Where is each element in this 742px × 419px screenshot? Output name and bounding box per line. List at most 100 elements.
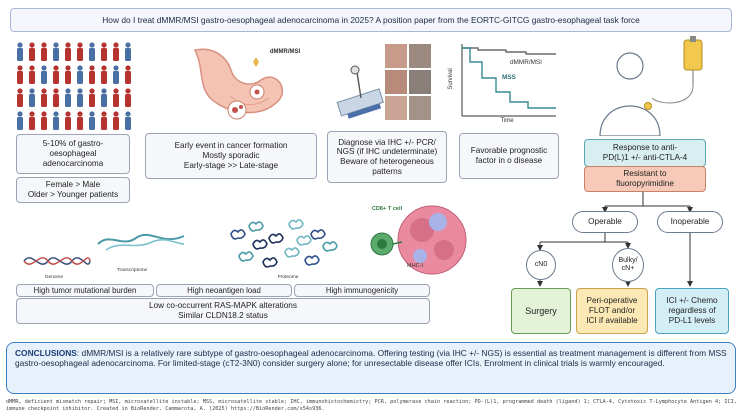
periop-line-1: Peri-operative (586, 296, 638, 306)
protein-glyph (304, 255, 320, 266)
person-head (89, 111, 95, 117)
person-head (65, 65, 71, 71)
person-body (29, 48, 35, 61)
person-head (77, 111, 83, 117)
person-head (41, 65, 47, 71)
person-head (113, 111, 119, 117)
early-event-line-2: Mostly sporadic (202, 151, 260, 161)
ici-line-2: regardless of (668, 306, 716, 316)
person-body (17, 71, 23, 84)
person-body (41, 94, 47, 107)
resistant-box: Resistant to fluoropyrimidine (584, 166, 706, 192)
protein-glyph (296, 235, 312, 246)
person-head (65, 42, 71, 48)
bulky-line-1: Bulky/ (618, 257, 638, 265)
dna-helix-icon (23, 257, 91, 265)
diagnose-line-3: Beware of heterogeneous (340, 157, 434, 166)
cd8-label: CD8+ T cell (371, 206, 403, 212)
mss-curve (462, 47, 556, 109)
prevalence-box: 5-10% of gastro- oesophageal adenocarcin… (16, 134, 130, 174)
immunogenicity-box: High immunogenicity (294, 284, 430, 297)
person-body (29, 94, 35, 107)
person-body (125, 117, 131, 130)
diagnose-line-2: NGS (if IHC undeterminate) (336, 147, 438, 157)
person-head (65, 111, 71, 117)
person-head (101, 88, 107, 94)
prevalence-line-2: oesophageal (49, 149, 97, 159)
conclusions-panel: CONCLUSIONS: dMMR/MSI is a relatively ra… (6, 342, 736, 394)
person-body (77, 48, 83, 61)
proteome-label: Proteome (277, 275, 299, 280)
person-head (53, 88, 59, 94)
person-body (125, 48, 131, 61)
protein-glyph (230, 229, 246, 240)
person-head (53, 42, 59, 48)
abbreviations-footnote: dMMR, deficient mismatch repair; MSI, mi… (6, 399, 737, 413)
person-body (113, 71, 119, 84)
person-head (29, 111, 35, 117)
survival-ylabel: Survival (448, 68, 454, 90)
person-body (29, 117, 35, 130)
person-head (113, 88, 119, 94)
person-head (77, 42, 83, 48)
person-body (89, 117, 95, 130)
person-body (113, 48, 119, 61)
stomach-label: dMMR/MSI (269, 49, 301, 55)
t-cell-tumor-icon (370, 205, 467, 275)
person-body (41, 71, 47, 84)
early-event-line-3: Early-stage >> Late-stage (183, 160, 279, 170)
protein-glyph (322, 241, 338, 252)
person-head (41, 111, 47, 117)
prevalence-line-1: 5-10% of gastro- (42, 139, 104, 149)
person-head (125, 65, 131, 71)
operable-node: Operable (572, 211, 638, 233)
person-body (53, 94, 59, 107)
neoantigen-box: High neoantigen load (156, 284, 292, 297)
person-head (29, 65, 35, 71)
person-head (53, 65, 59, 71)
mhc-label: MHC-I (406, 263, 424, 269)
person-head (101, 111, 107, 117)
person-head (53, 111, 59, 117)
person-body (125, 94, 131, 107)
person-body (113, 117, 119, 130)
sex-age-box: Female > Male Older > Younger patients (16, 177, 130, 203)
person-body (125, 71, 131, 84)
age-line: Older > Younger patients (27, 190, 119, 199)
person-head (77, 88, 83, 94)
person-head (89, 65, 95, 71)
prevalence-line-3: adenocarcinoma (42, 158, 104, 168)
person-body (101, 48, 107, 61)
person-head (41, 88, 47, 94)
person-body (113, 94, 119, 107)
stomach-illustration-icon (193, 48, 284, 120)
inoperable-node: Inoperable (657, 211, 723, 233)
prognostic-box: Favorable prognostic factor in o disease (459, 133, 559, 179)
person-body (77, 71, 83, 84)
ici-line-1: ICI +/- Chemo (666, 296, 718, 306)
person-head (125, 111, 131, 117)
protein-glyph (310, 229, 326, 240)
prognostic-line-1: Favorable prognostic (470, 146, 548, 156)
ras-line: Low co-occurrent RAS-MAPK alterations (149, 301, 297, 311)
person-body (65, 48, 71, 61)
conclusions-text: : dMMR/MSI is a relatively rare subtype … (15, 348, 727, 369)
periop-line-2: FLOT and/or (588, 306, 636, 316)
person-body (65, 71, 71, 84)
cn0-node: cN0 (526, 250, 556, 280)
person-body (53, 71, 59, 84)
rna-strand-icon (97, 233, 185, 251)
page-title: How do I treat dMMR/MSI gastro-oesophage… (10, 8, 732, 32)
person-body (53, 48, 59, 61)
sex-line: Female > Male (45, 180, 101, 190)
person-body (101, 71, 107, 84)
person-head (113, 42, 119, 48)
person-head (101, 65, 107, 71)
periop-line-3: ICI if available (586, 315, 638, 325)
ras-cldn-box: Low co-occurrent RAS-MAPK alterations Si… (16, 298, 430, 324)
person-body (29, 71, 35, 84)
person-body (17, 117, 23, 130)
person-head (29, 88, 35, 94)
person-body (101, 117, 107, 130)
response-line-1: Response to anti- (612, 143, 678, 153)
